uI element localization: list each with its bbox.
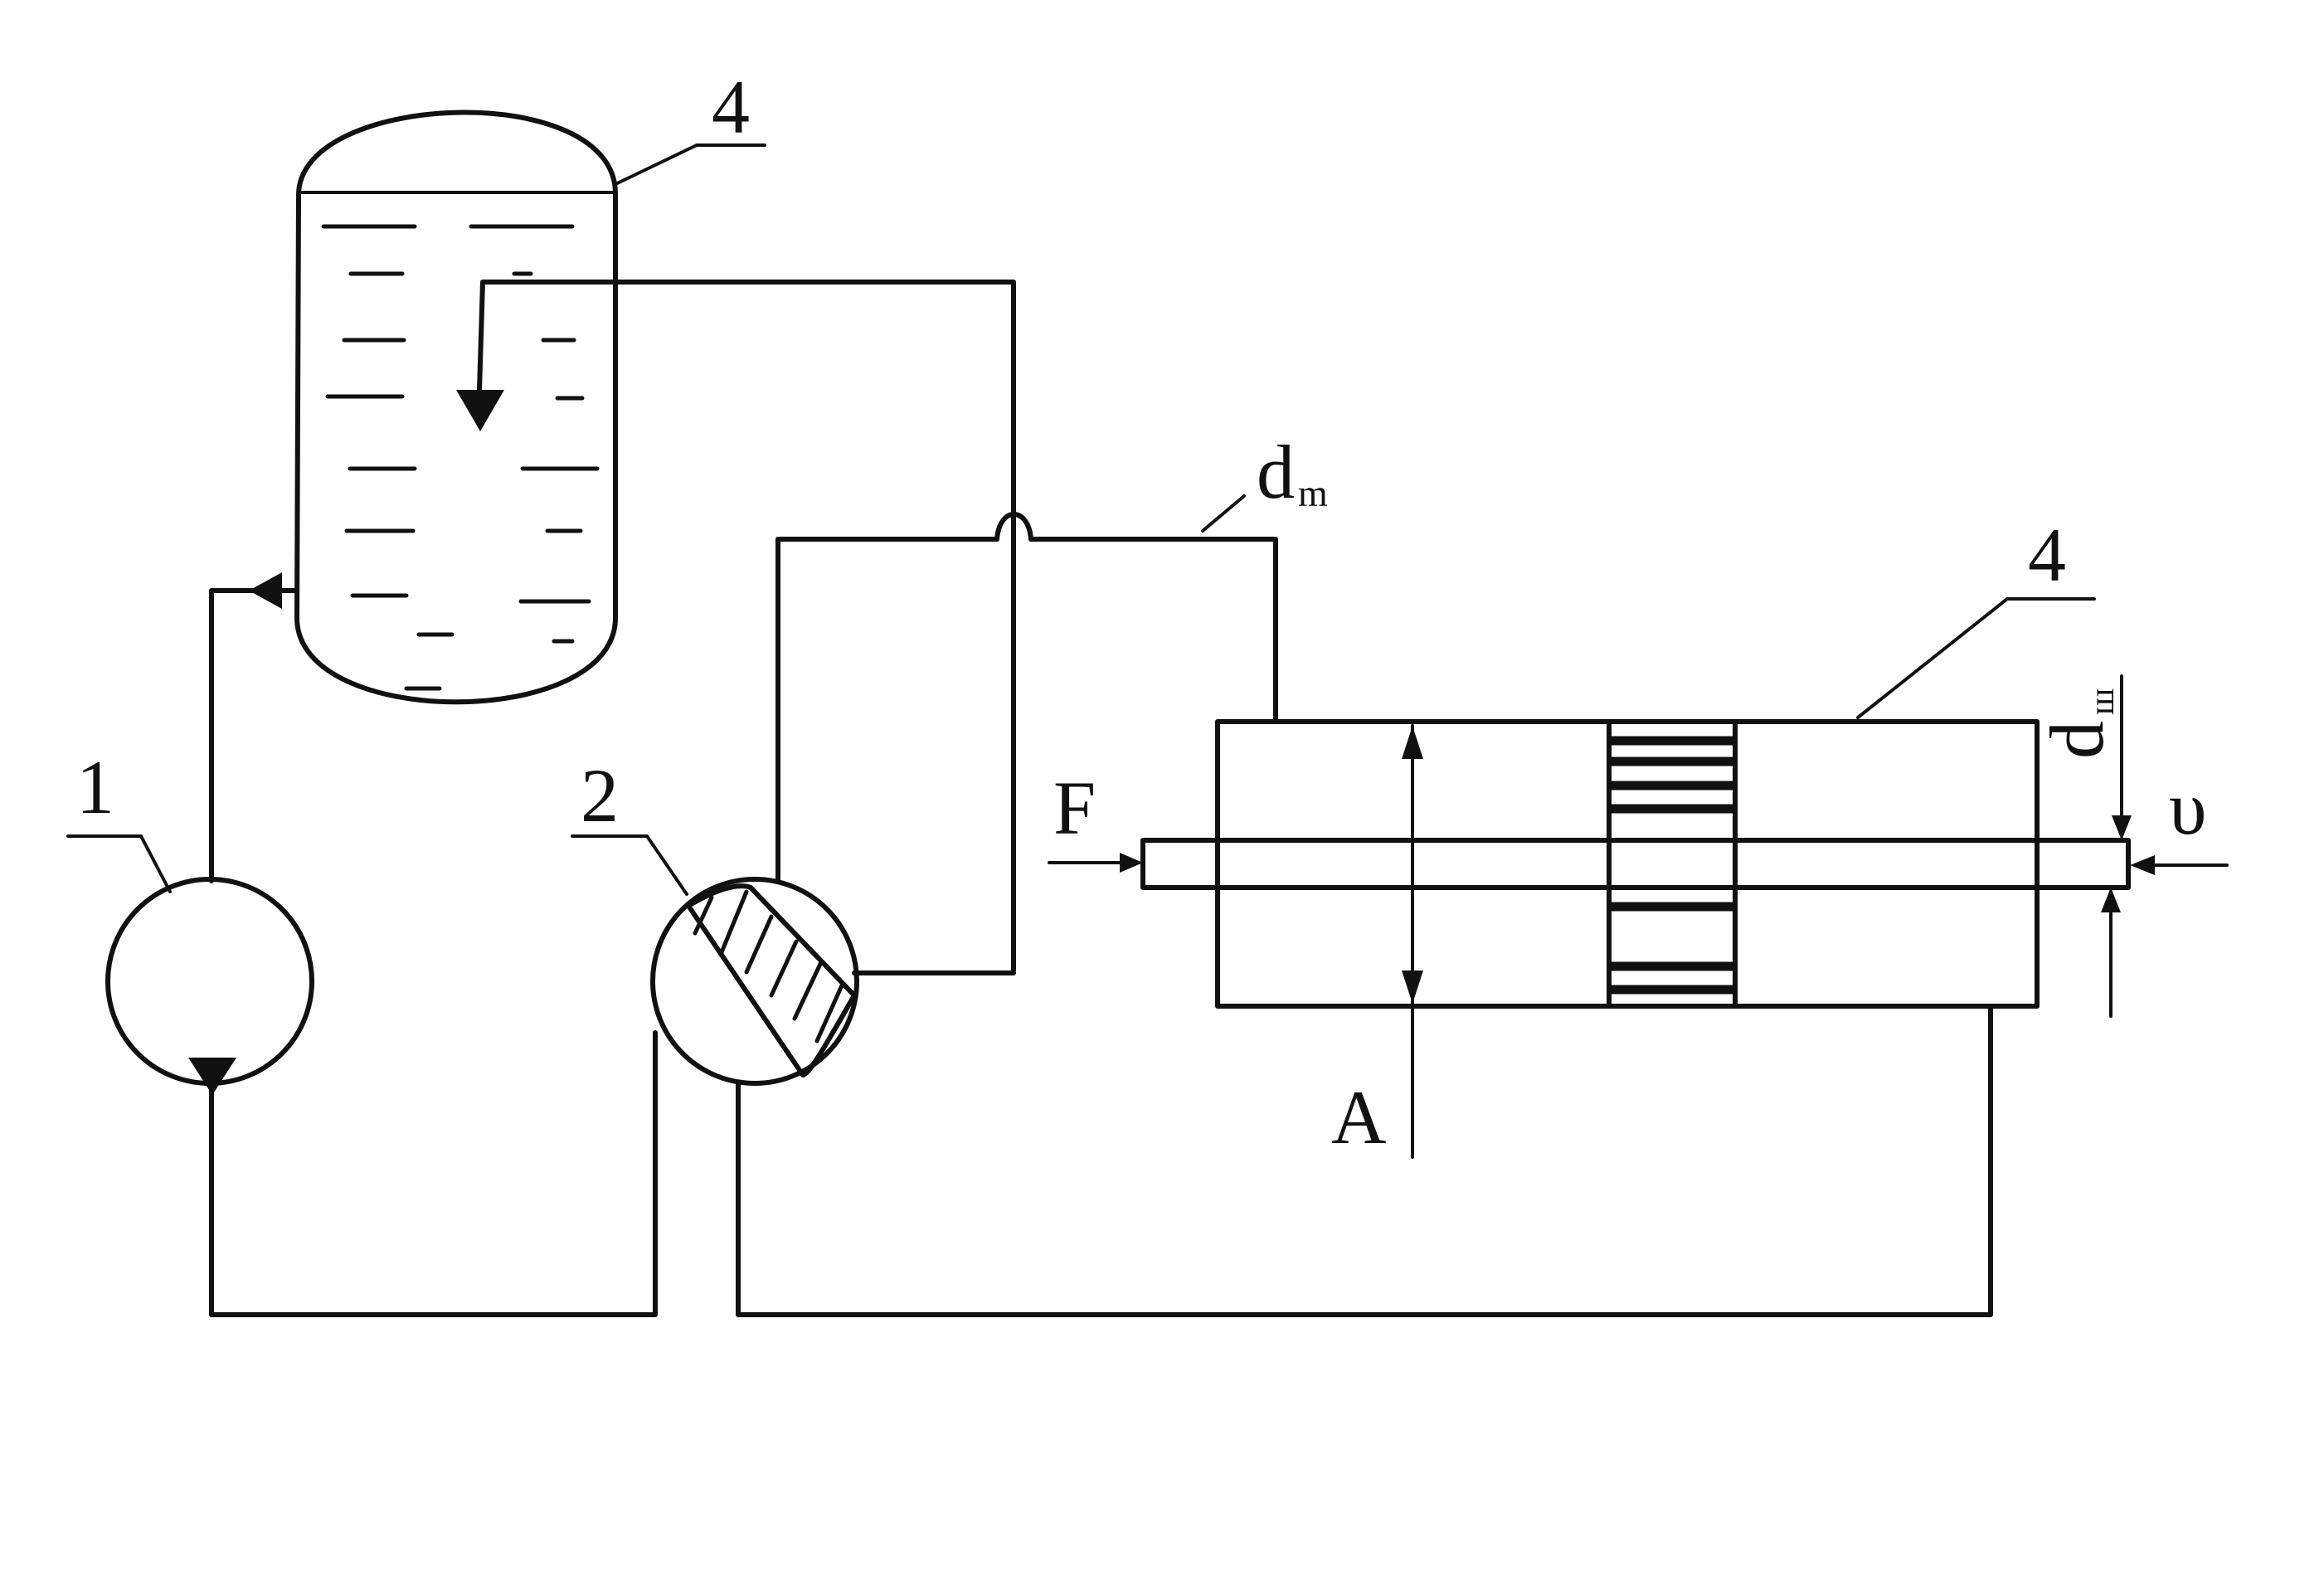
force-indicator: F [1048, 766, 1143, 873]
directional-valve: 2 [571, 753, 859, 1086]
cylinder-label: 4 [2028, 513, 2066, 597]
rod-diameter-subscript: ш [2083, 688, 2122, 715]
piston [1607, 719, 1738, 1009]
area-label: A [1331, 1075, 1386, 1160]
return-flow-arrow-icon [456, 390, 504, 431]
pipe-diameter-leader [1201, 494, 1246, 533]
pipe-diameter-label: d [1257, 430, 1295, 514]
velocity-indicator: υ [2130, 766, 2229, 875]
rod-diameter-arrow-bottom-icon [2101, 888, 2121, 912]
tank-label: 4 [712, 65, 750, 149]
area-arrow-bottom-icon [1402, 970, 1423, 1004]
force-arrow-icon [1120, 853, 1143, 873]
piston-hatching [1609, 736, 1735, 995]
supply-flow-arrow-icon [249, 572, 282, 609]
return-pipe [456, 280, 1016, 973]
velocity-arrow-icon [2130, 855, 2155, 875]
piston-rod [1140, 838, 2131, 890]
valve-label: 2 [581, 753, 619, 838]
rod-diameter-dimension: d ш [2035, 674, 2132, 1018]
hydraulic-cylinder: 4 [1140, 513, 2131, 1009]
tank-outline [294, 109, 619, 705]
pump-leader-line [66, 834, 172, 893]
cylinder-leader-line [1856, 597, 2096, 719]
valve-spool [686, 883, 857, 1078]
valve-body [650, 877, 859, 1086]
pump-label: 1 [76, 745, 114, 829]
pump-body [105, 877, 314, 1086]
rod-diameter-label: d [2035, 721, 2119, 759]
velocity-label: υ [2169, 766, 2207, 850]
tank: 4 [294, 65, 766, 705]
pump: 1 [66, 745, 314, 1095]
force-label: F [1053, 766, 1096, 850]
tank-fluid-marks [321, 224, 600, 691]
suction-pipe [209, 1030, 658, 1317]
valve-leader-line [571, 834, 688, 896]
pressure-pipe-to-tank [209, 572, 299, 883]
tank-leader-line [614, 144, 766, 186]
pipe-to-cylinder-right-chamber [736, 1004, 1993, 1317]
pipe-to-cylinder-left-chamber: d m [775, 430, 1328, 882]
valve-spool-hatching [693, 889, 844, 1043]
rod-diameter-arrow-top-icon [2112, 815, 2132, 840]
area-arrow-top-icon [1402, 726, 1423, 759]
pipe-diameter-subscript: m [1298, 472, 1328, 514]
area-dimension: A [1331, 724, 1423, 1160]
pump-direction-icon [188, 1058, 236, 1095]
